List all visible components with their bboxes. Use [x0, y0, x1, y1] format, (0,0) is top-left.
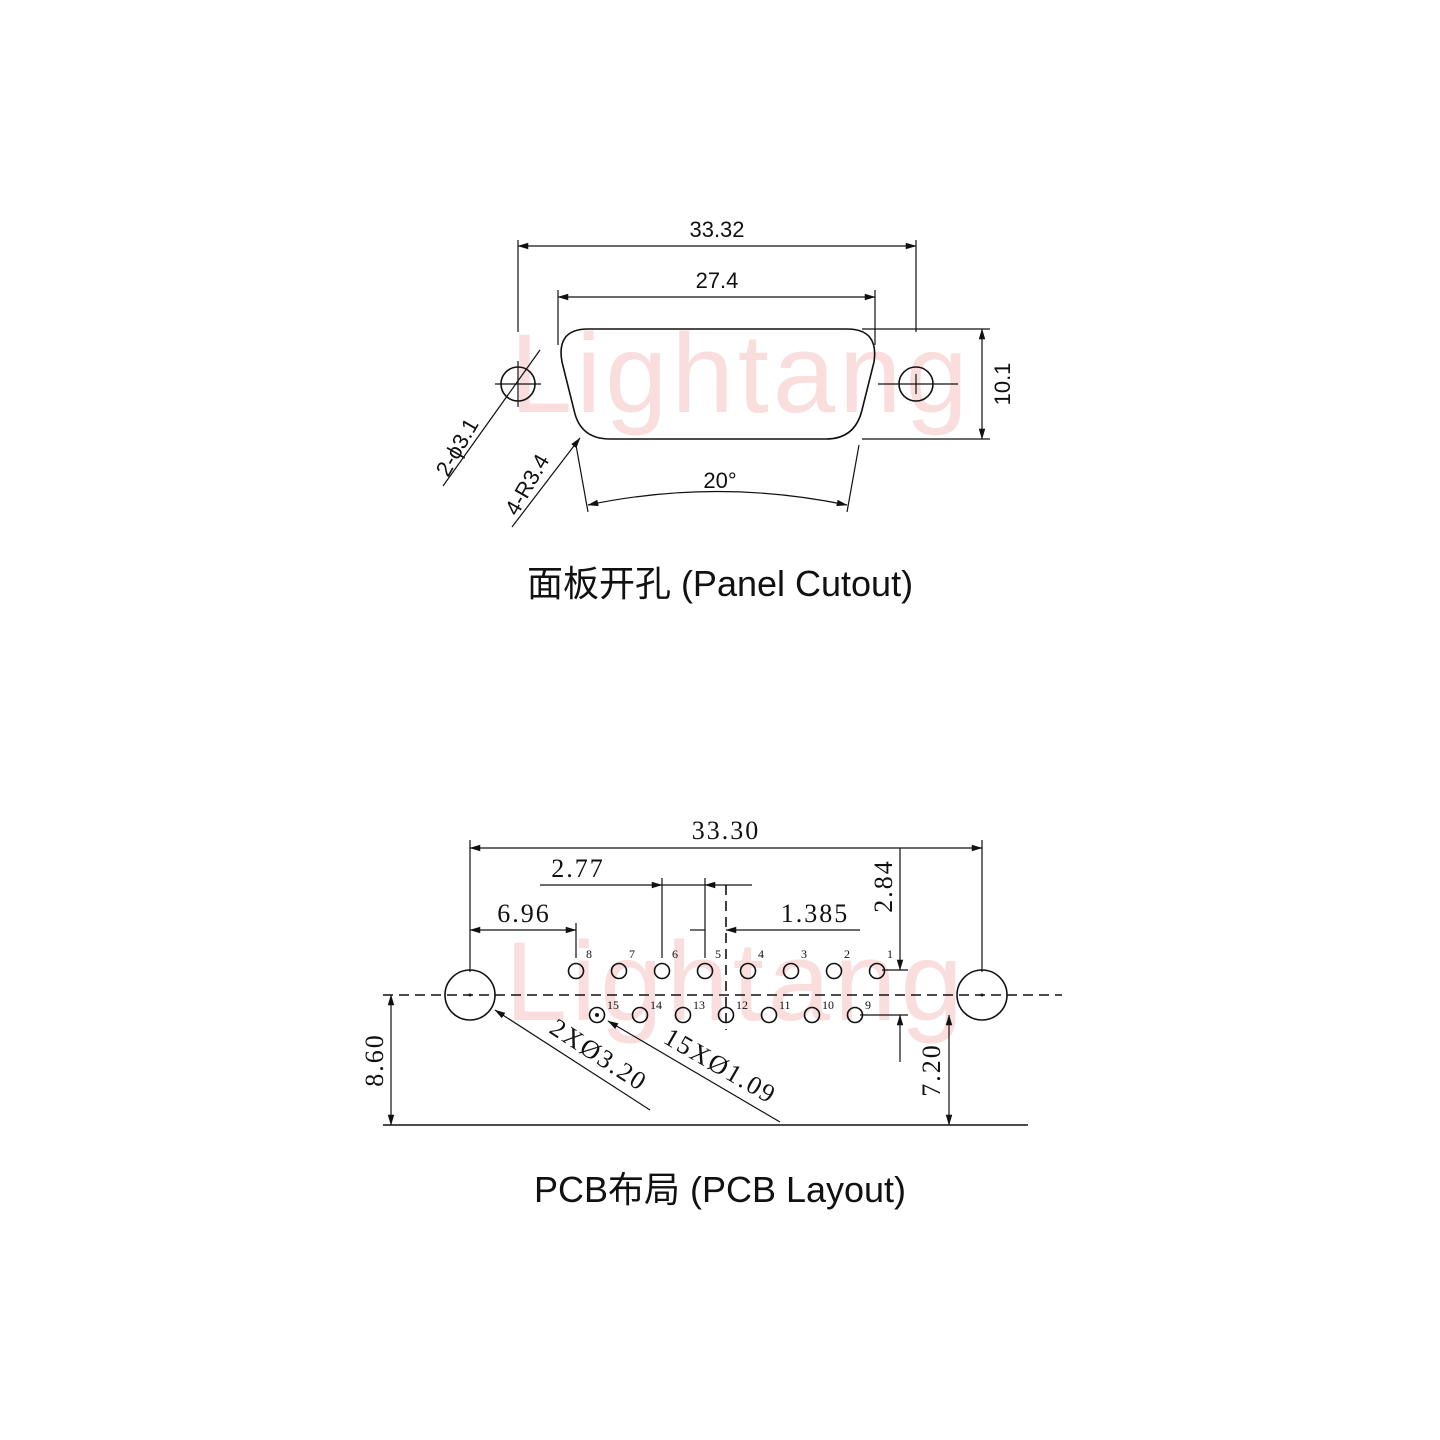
pcb-pin-label-14: 14 — [650, 998, 662, 1012]
pcb-pin-label-12: 12 — [736, 998, 748, 1012]
pcb-pin-label-6: 6 — [672, 947, 678, 961]
pcb-pin-label-5: 5 — [715, 947, 721, 961]
pcb-pin-label-11: 11 — [779, 998, 791, 1012]
dim-pcb-row-height: 7.20 — [917, 1043, 946, 1097]
pcb-pin-6 — [653, 962, 671, 980]
pcb-pin-label-4: 4 — [758, 947, 764, 961]
pcb-pin-3 — [782, 962, 800, 980]
pcb-pin-14 — [631, 1006, 649, 1024]
pcb-pin-row-top: 8 7 6 5 4 3 2 1 — [567, 947, 893, 980]
dim-panel-hole: 2-ϕ3.1 — [431, 414, 484, 481]
pcb-caption: PCB布局 (PCB Layout) — [534, 1169, 906, 1210]
dsub-cutout-outline — [560, 328, 876, 440]
watermark-pcb: Lightang — [505, 919, 967, 1044]
dim-panel-shell-width: 27.4 — [696, 268, 739, 293]
pcb-pin-label-1: 1 — [887, 947, 893, 961]
pcb-pin-label-9: 9 — [865, 998, 871, 1012]
pcb-pin-2 — [825, 962, 843, 980]
dim-panel-radius: 4-R3.4 — [500, 450, 555, 520]
pcb-pin-8 — [567, 962, 585, 980]
dim-pcb-mount-height: 8.60 — [360, 1033, 389, 1087]
pcb-pin-label-2: 2 — [844, 947, 850, 961]
pcb-pin-label-13: 13 — [693, 998, 705, 1012]
dim-pcb-offset: 6.96 — [497, 899, 551, 928]
dim-panel-total-width: 33.32 — [689, 217, 744, 242]
pcb-pin-label-7: 7 — [629, 947, 635, 961]
pcb-pin-4 — [739, 962, 757, 980]
dim-pcb-pitch: 2.77 — [551, 854, 605, 883]
dim-panel-angle: 20° — [703, 468, 736, 493]
pcb-pin-5 — [696, 962, 714, 980]
pcb-pin-7 — [610, 962, 628, 980]
pcb-pin-12 — [717, 1006, 735, 1024]
pcb-pin-label-3: 3 — [801, 947, 807, 961]
pcb-pin-13 — [674, 1006, 692, 1024]
dim-pcb-row-spacing: 2.84 — [869, 859, 898, 913]
dim-pcb-half-pitch: 1.385 — [781, 899, 850, 928]
panel-cutout-drawing: 33.32 27.4 10.1 2-ϕ3.1 4-R3.4 20° 面板开孔 (… — [431, 217, 1015, 604]
pcb-pin-row-bottom: 15 14 13 12 11 10 9 — [588, 998, 871, 1024]
pcb-pin-15 — [588, 1006, 606, 1024]
panel-caption: 面板开孔 (Panel Cutout) — [527, 563, 913, 604]
dim-pcb-total-width: 33.30 — [692, 816, 761, 845]
pcb-pin-1 — [868, 962, 886, 980]
watermark-panel: Lightang — [510, 311, 972, 436]
pcb-pin-11 — [760, 1006, 778, 1024]
pcb-pin-label-10: 10 — [822, 998, 834, 1012]
dim-panel-height: 10.1 — [990, 363, 1015, 406]
pcb-pin-label-8: 8 — [586, 947, 592, 961]
pcb-pin-label-15: 15 — [607, 998, 619, 1012]
pcb-pin-10 — [803, 1006, 821, 1024]
